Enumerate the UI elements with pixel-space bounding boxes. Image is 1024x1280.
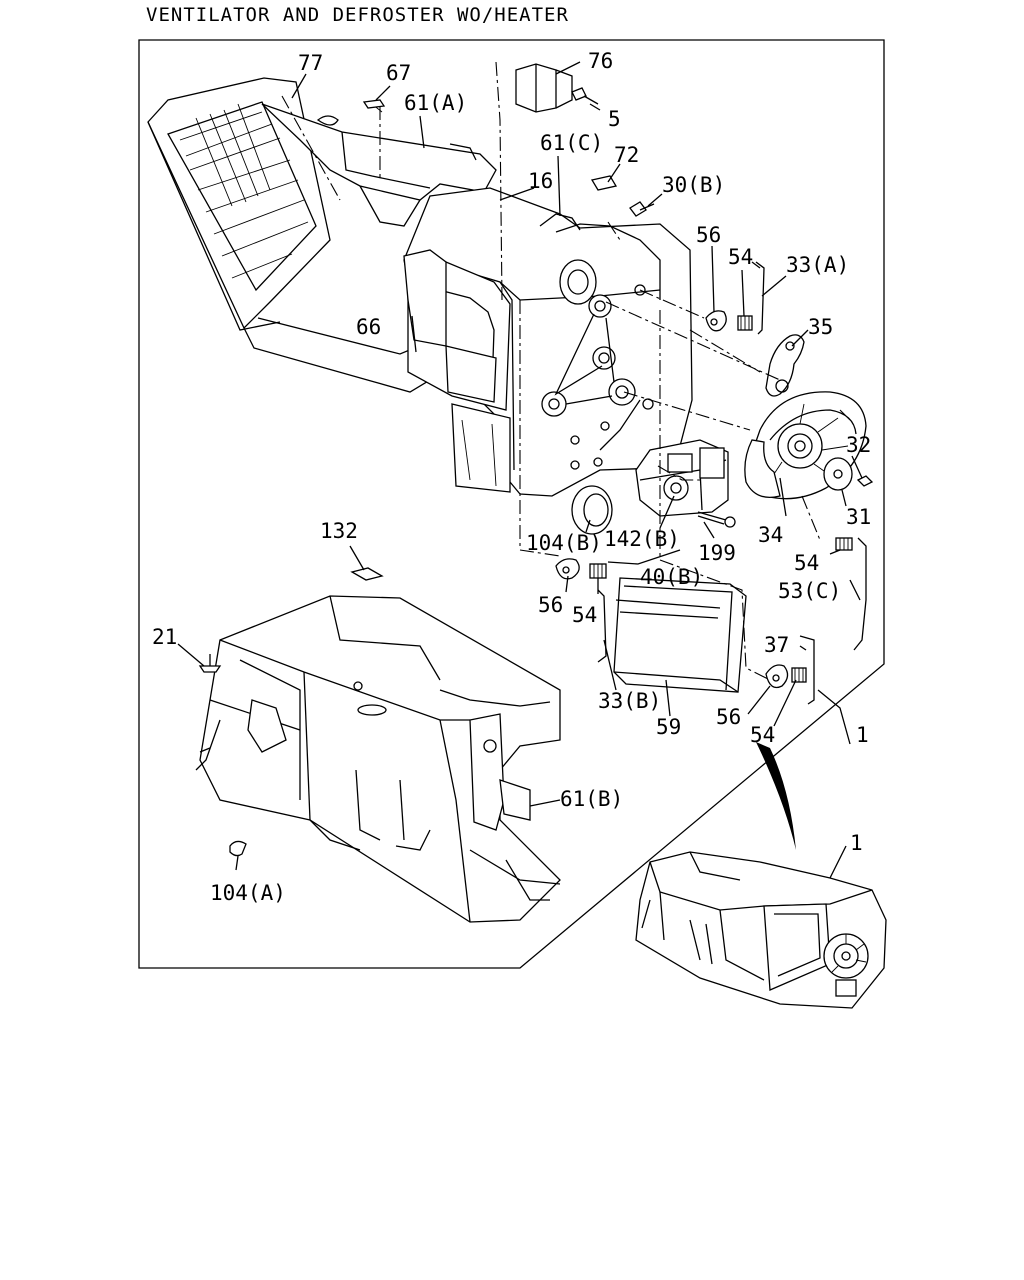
callout-30b: 30(B): [662, 173, 725, 197]
callout-54-low: 54: [750, 723, 775, 747]
filter-66: [403, 249, 447, 347]
cap-104b: [571, 485, 613, 535]
case-16: [403, 187, 693, 497]
callout-59: 59: [656, 715, 681, 739]
actuator-142b: [635, 439, 729, 517]
lever-56-left: [555, 558, 580, 580]
callout-37: 37: [764, 633, 789, 657]
callout-142b: 142(B): [604, 527, 680, 551]
callout-104a: 104(A): [210, 881, 286, 905]
callout-35: 35: [808, 315, 833, 339]
spring-54-left: [589, 563, 607, 579]
callout-40b: 40(B): [640, 565, 703, 589]
callout-31: 31: [846, 505, 871, 529]
callout-77: 77: [298, 51, 323, 75]
rod-33a: [751, 261, 765, 335]
filter-59: [613, 577, 747, 693]
screw-21: [198, 654, 222, 673]
rod-33b: [597, 589, 607, 663]
lever-56-lower: [765, 664, 789, 689]
callout-21: 21: [152, 625, 177, 649]
screw-199: [697, 511, 736, 528]
assembly-inset-1: [635, 851, 887, 1009]
callout-61c: 61(C): [540, 131, 603, 155]
clip-72: [590, 175, 618, 191]
link-35: [765, 334, 805, 397]
callout-56-mid: 56: [538, 593, 563, 617]
lower-case-61b: [195, 595, 561, 923]
spring-54-right: [835, 537, 853, 551]
screw-32: [856, 475, 874, 487]
rod-53c: [853, 537, 867, 651]
callout-33b: 33(B): [598, 689, 661, 713]
rod-37: [799, 635, 815, 705]
cover-76-screw-5: [515, 63, 599, 113]
callout-76: 76: [588, 49, 613, 73]
callout-54-mid-right: 54: [794, 551, 819, 575]
callout-56-top: 56: [696, 223, 721, 247]
callout-199: 199: [698, 541, 736, 565]
callout-72: 72: [614, 143, 639, 167]
callout-1-inset: 1: [850, 831, 863, 855]
callout-54-top: 54: [728, 245, 753, 269]
diagram-title: VENTILATOR AND DEFROSTER WO/HEATER: [146, 4, 569, 26]
callout-16: 16: [528, 169, 553, 193]
gear-31: [823, 457, 853, 491]
callout-34: 34: [758, 523, 783, 547]
callout-104b: 104(B): [526, 531, 602, 555]
callout-67: 67: [386, 61, 411, 85]
upper-case-61a: [261, 99, 497, 227]
assembly-arrow: [756, 742, 796, 850]
callout-56-low: 56: [716, 705, 741, 729]
callout-66: 66: [356, 315, 381, 339]
callout-5: 5: [608, 107, 621, 131]
callout-53c: 53(C): [778, 579, 841, 603]
plug-104a: [229, 840, 247, 857]
callout-61b: 61(B): [560, 787, 623, 811]
callout-132: 132: [320, 519, 358, 543]
callout-33a: 33(A): [786, 253, 849, 277]
clip-132: [350, 567, 384, 581]
spring-54-lower: [791, 667, 807, 683]
callout-labels: 77 67 61(A) 76 5 61(C) 72 16 30(B) 56 54…: [152, 49, 871, 905]
evaporator-cover-77: [147, 77, 431, 393]
lever-56-upper: [705, 310, 727, 332]
screw-30b: [629, 201, 655, 217]
callout-32: 32: [846, 433, 871, 457]
diagram-frame: [138, 39, 885, 969]
leader-lines: [177, 61, 863, 879]
callout-61a: 61(A): [404, 91, 467, 115]
callout-1: 1: [856, 723, 869, 747]
spring-54-upper: [737, 315, 753, 331]
callout-54-mid: 54: [572, 603, 597, 627]
